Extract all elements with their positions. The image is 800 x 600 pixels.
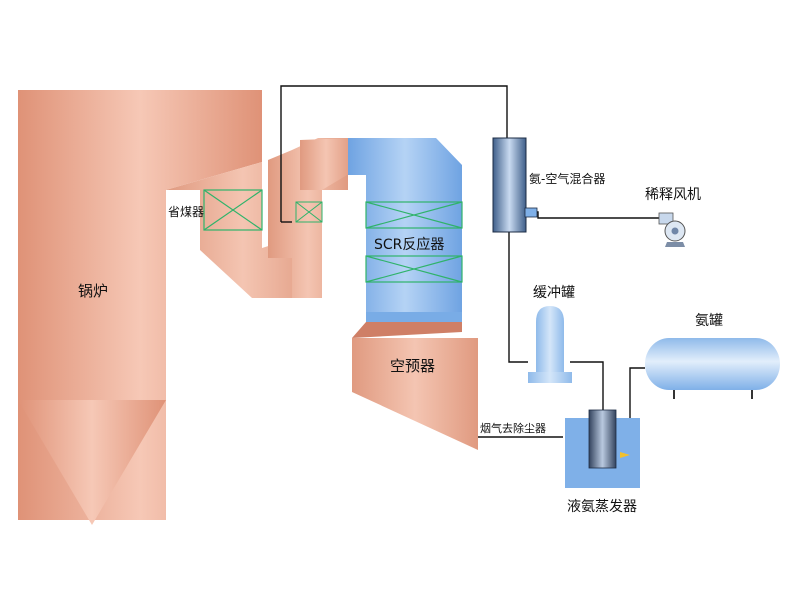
scr-reactor-label: SCR反应器 xyxy=(374,236,444,253)
injection-grid xyxy=(295,201,323,223)
evaporator-coil xyxy=(588,409,617,469)
catalyst-layer-2 xyxy=(365,255,463,283)
ammonia-tank-body xyxy=(645,338,780,390)
air-preheater-body xyxy=(352,338,478,450)
ammonia-air-mixer xyxy=(492,137,538,233)
fan-housing xyxy=(658,212,674,225)
ammonia-tank xyxy=(645,338,780,399)
pipe-evap-to-buffer xyxy=(570,361,604,410)
boiler xyxy=(18,90,262,525)
air-preheater-label: 空预器 xyxy=(390,357,435,375)
dilution-fan xyxy=(658,212,686,247)
pipe-mixer-to-injection xyxy=(280,85,508,222)
air-preheater xyxy=(352,322,478,450)
scr-reactor xyxy=(348,138,462,322)
boiler-label: 锅炉 xyxy=(78,282,108,300)
buffer-tank-body xyxy=(536,306,564,372)
economizer-grid xyxy=(203,189,263,231)
ammonia-tank-label: 氨罐 xyxy=(695,313,723,329)
scr-reactor-body xyxy=(348,138,462,312)
catalyst-layer-1 xyxy=(365,201,463,229)
boiler-hopper xyxy=(18,400,166,525)
pipe-buffer-to-mixer xyxy=(508,232,528,363)
air-preheater-top xyxy=(352,322,462,338)
flue-gas-out-label: 烟气去除尘器 xyxy=(480,421,546,435)
evaporator-inlet-arrow xyxy=(620,452,630,458)
buffer-tank xyxy=(528,306,572,383)
pipe-fan-to-mixer xyxy=(525,211,661,224)
liquid-ammonia-evaporator xyxy=(565,409,640,488)
economizer-label: 省煤器 xyxy=(168,205,204,219)
mixer-label: 氨-空气混合器 xyxy=(529,171,605,186)
dilution-fan-label: 稀释风机 xyxy=(645,187,701,203)
buffer-tank-label: 缓冲罐 xyxy=(533,285,575,301)
scr-reactor-bottom xyxy=(366,312,462,322)
riser-duct-top xyxy=(300,138,352,190)
evaporator-label: 液氨蒸发器 xyxy=(567,499,637,515)
